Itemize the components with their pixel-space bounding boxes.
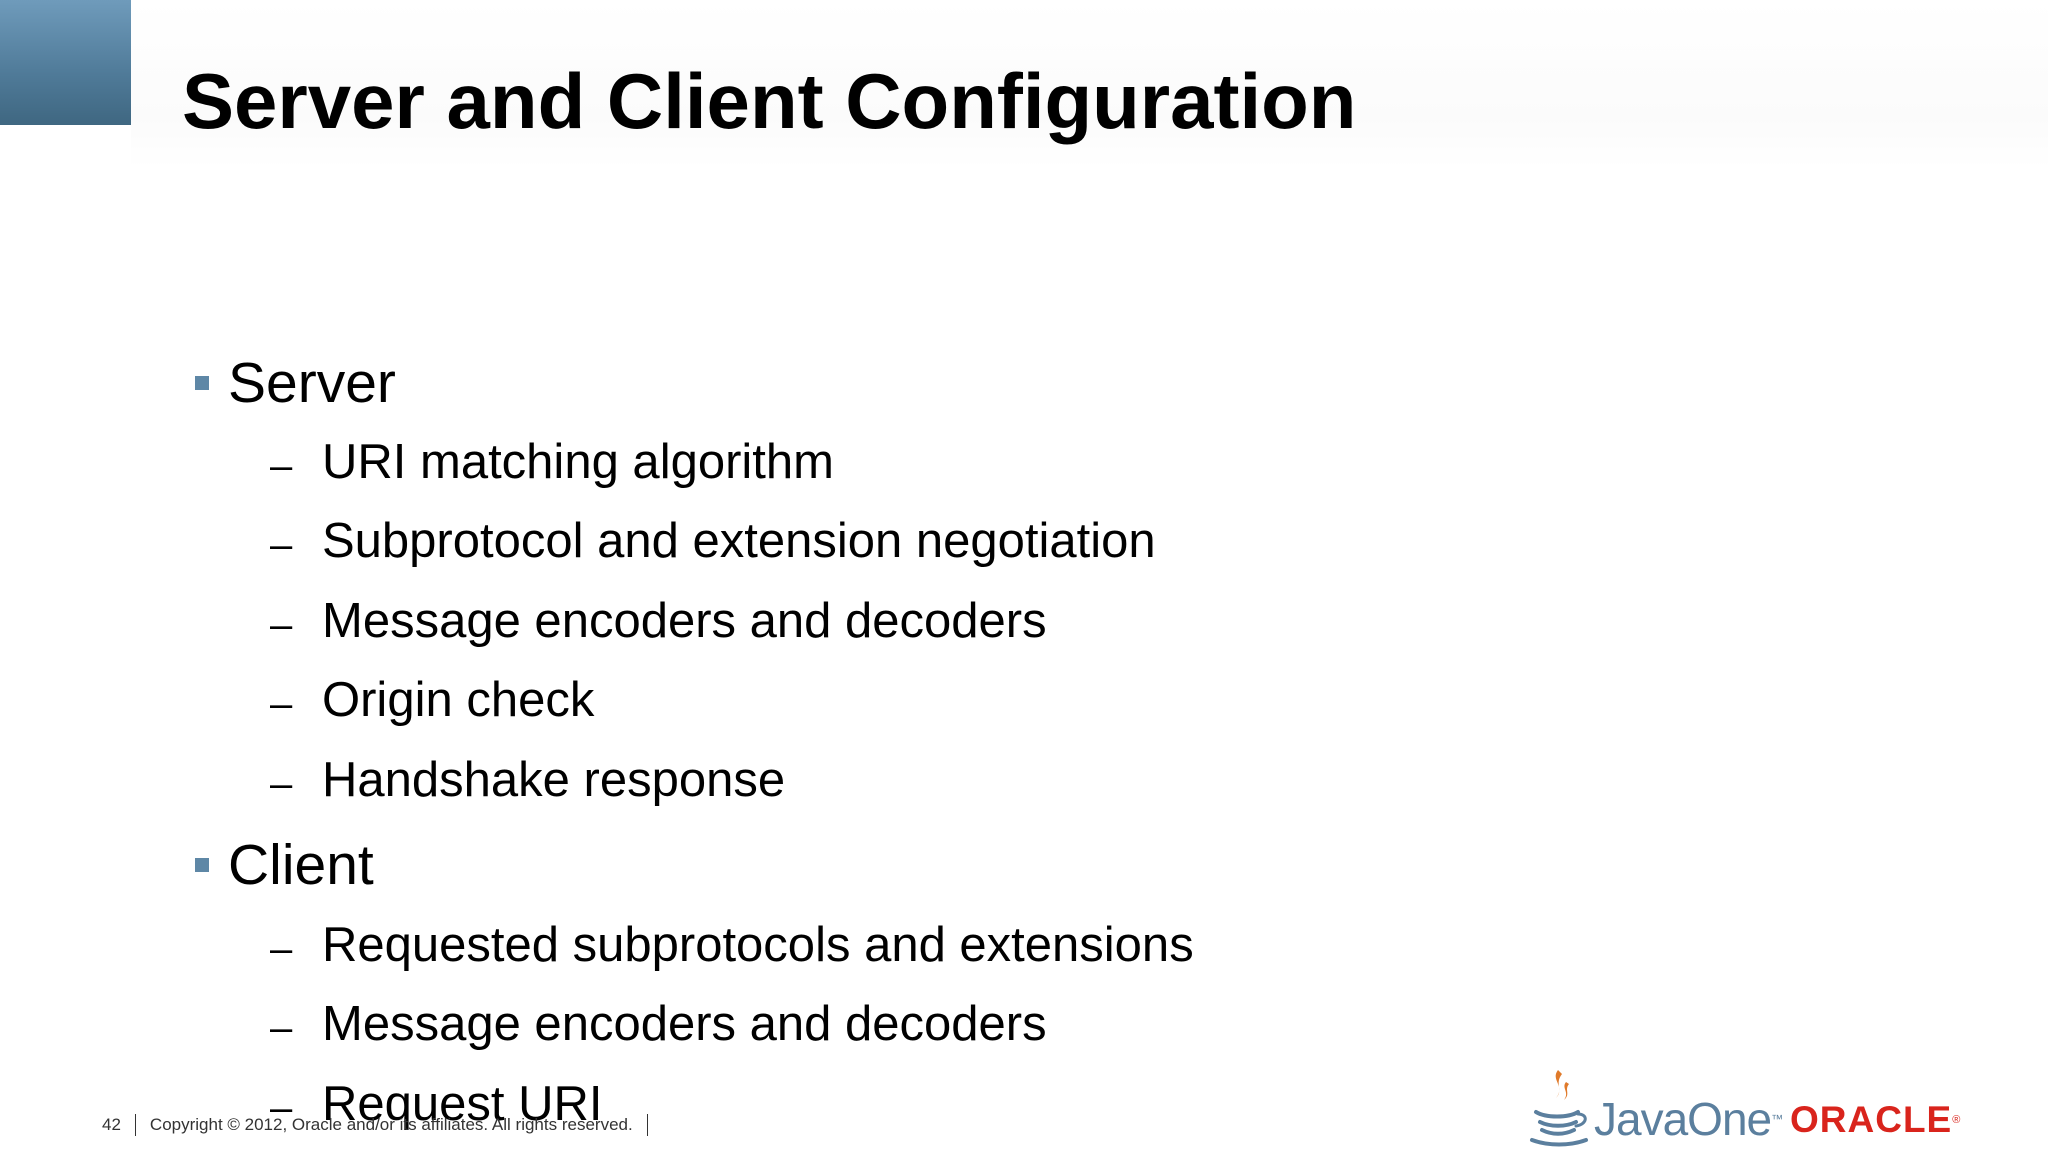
slide-title: Server and Client Configuration — [182, 57, 1357, 145]
sub-bullet-text: Message encoders and decoders — [322, 997, 1047, 1051]
dash-icon: – — [270, 523, 293, 567]
sub-bullet-text: Message encoders and decoders — [322, 594, 1047, 648]
slide-footer: 42 Copyright © 2012, Oracle and/or its a… — [102, 1112, 662, 1138]
sub-bullet-text: Requested subprotocols and extensions — [322, 918, 1194, 972]
dash-icon: – — [270, 682, 293, 726]
page-number: 42 — [102, 1115, 121, 1134]
bullet-label: Server — [228, 351, 396, 415]
sub-bullet: – URI matching algorithm — [270, 433, 834, 491]
copyright-text: Copyright © 2012, Oracle and/or its affi… — [149, 1115, 633, 1134]
footer-separator — [646, 1114, 648, 1136]
dash-icon: – — [270, 603, 293, 647]
javaone-logo: JavaOne™ — [1528, 1066, 1783, 1148]
sub-bullet-text: URI matching algorithm — [322, 435, 834, 489]
bullet-client: Client — [195, 834, 374, 896]
sub-bullet-text: Origin check — [322, 673, 595, 727]
sub-bullet: – Message encoders and decoders — [270, 995, 1047, 1053]
sub-bullet: – Handshake response — [270, 751, 785, 809]
square-bullet-icon — [195, 376, 209, 390]
bullet-label: Client — [228, 833, 374, 897]
sub-bullet-text: Subprotocol and extension negotiation — [322, 514, 1156, 568]
dash-icon: – — [270, 927, 293, 971]
footer-separator — [134, 1114, 136, 1136]
java-coffee-cup-icon — [1530, 1070, 1588, 1147]
javaone-wordmark: JavaOne™ — [1594, 1093, 1783, 1145]
sub-bullet: – Subprotocol and extension negotiation — [270, 512, 1156, 570]
header-band — [131, 0, 2048, 168]
square-bullet-icon — [195, 858, 209, 872]
sub-bullet: – Origin check — [270, 671, 594, 729]
sub-bullet: – Message encoders and decoders — [270, 592, 1047, 650]
bullet-server: Server — [195, 352, 396, 414]
sub-bullet: – Requested subprotocols and extensions — [270, 916, 1194, 974]
dash-icon: – — [270, 444, 293, 488]
dash-icon: – — [270, 1006, 293, 1050]
corner-accent-block — [0, 0, 131, 125]
dash-icon: – — [270, 762, 293, 806]
oracle-logo: ORACLE® — [1790, 1099, 1962, 1140]
sub-bullet-text: Handshake response — [322, 753, 786, 807]
